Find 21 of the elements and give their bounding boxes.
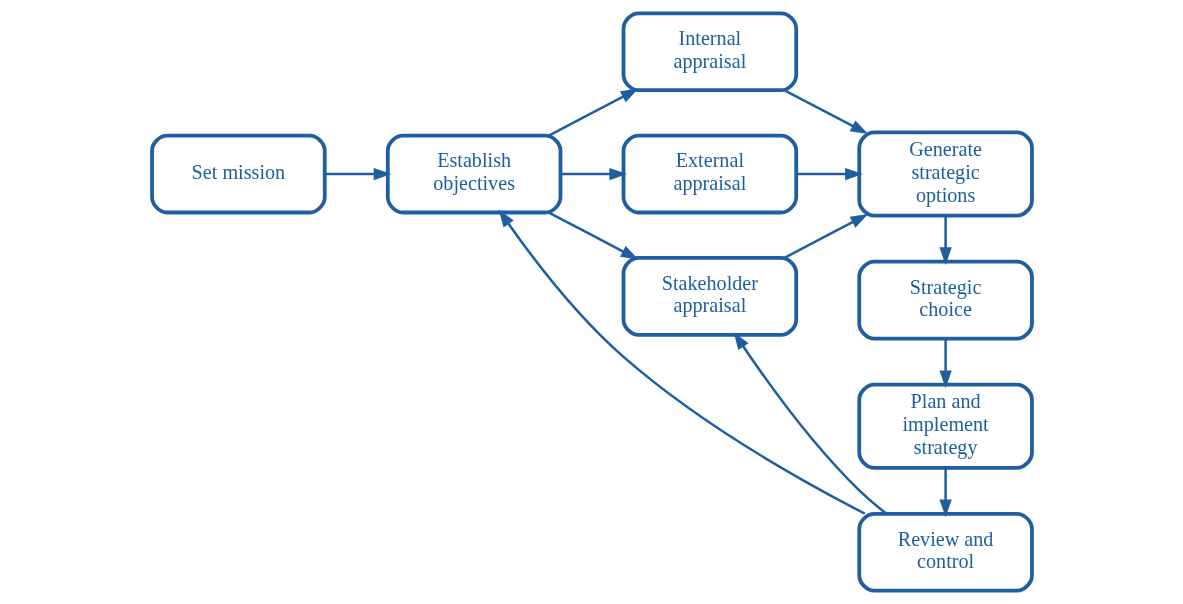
arrow bbox=[733, 331, 887, 515]
arrow bbox=[938, 468, 952, 518]
node-box: Strategic choice bbox=[856, 259, 1034, 341]
arrow bbox=[783, 89, 868, 135]
node-box: Set mission bbox=[149, 133, 327, 215]
arrow bbox=[498, 209, 865, 515]
node-box: Plan and implement strategy bbox=[856, 382, 1034, 470]
arrow bbox=[783, 214, 868, 259]
arrow bbox=[547, 211, 638, 260]
arrow bbox=[938, 215, 952, 266]
node-box: Stakeholder appraisal bbox=[621, 256, 798, 337]
node-box: Review and control bbox=[856, 511, 1034, 593]
arrow bbox=[547, 88, 638, 137]
arrow bbox=[938, 338, 952, 389]
arrow bbox=[324, 167, 391, 181]
arrow bbox=[795, 167, 863, 181]
arrow bbox=[560, 167, 627, 181]
node-box: External appraisal bbox=[621, 133, 798, 215]
node-box: Internal appraisal bbox=[621, 11, 798, 93]
node-box: Establish objectives bbox=[385, 133, 562, 215]
node-box: Generate strategic options bbox=[856, 130, 1034, 218]
